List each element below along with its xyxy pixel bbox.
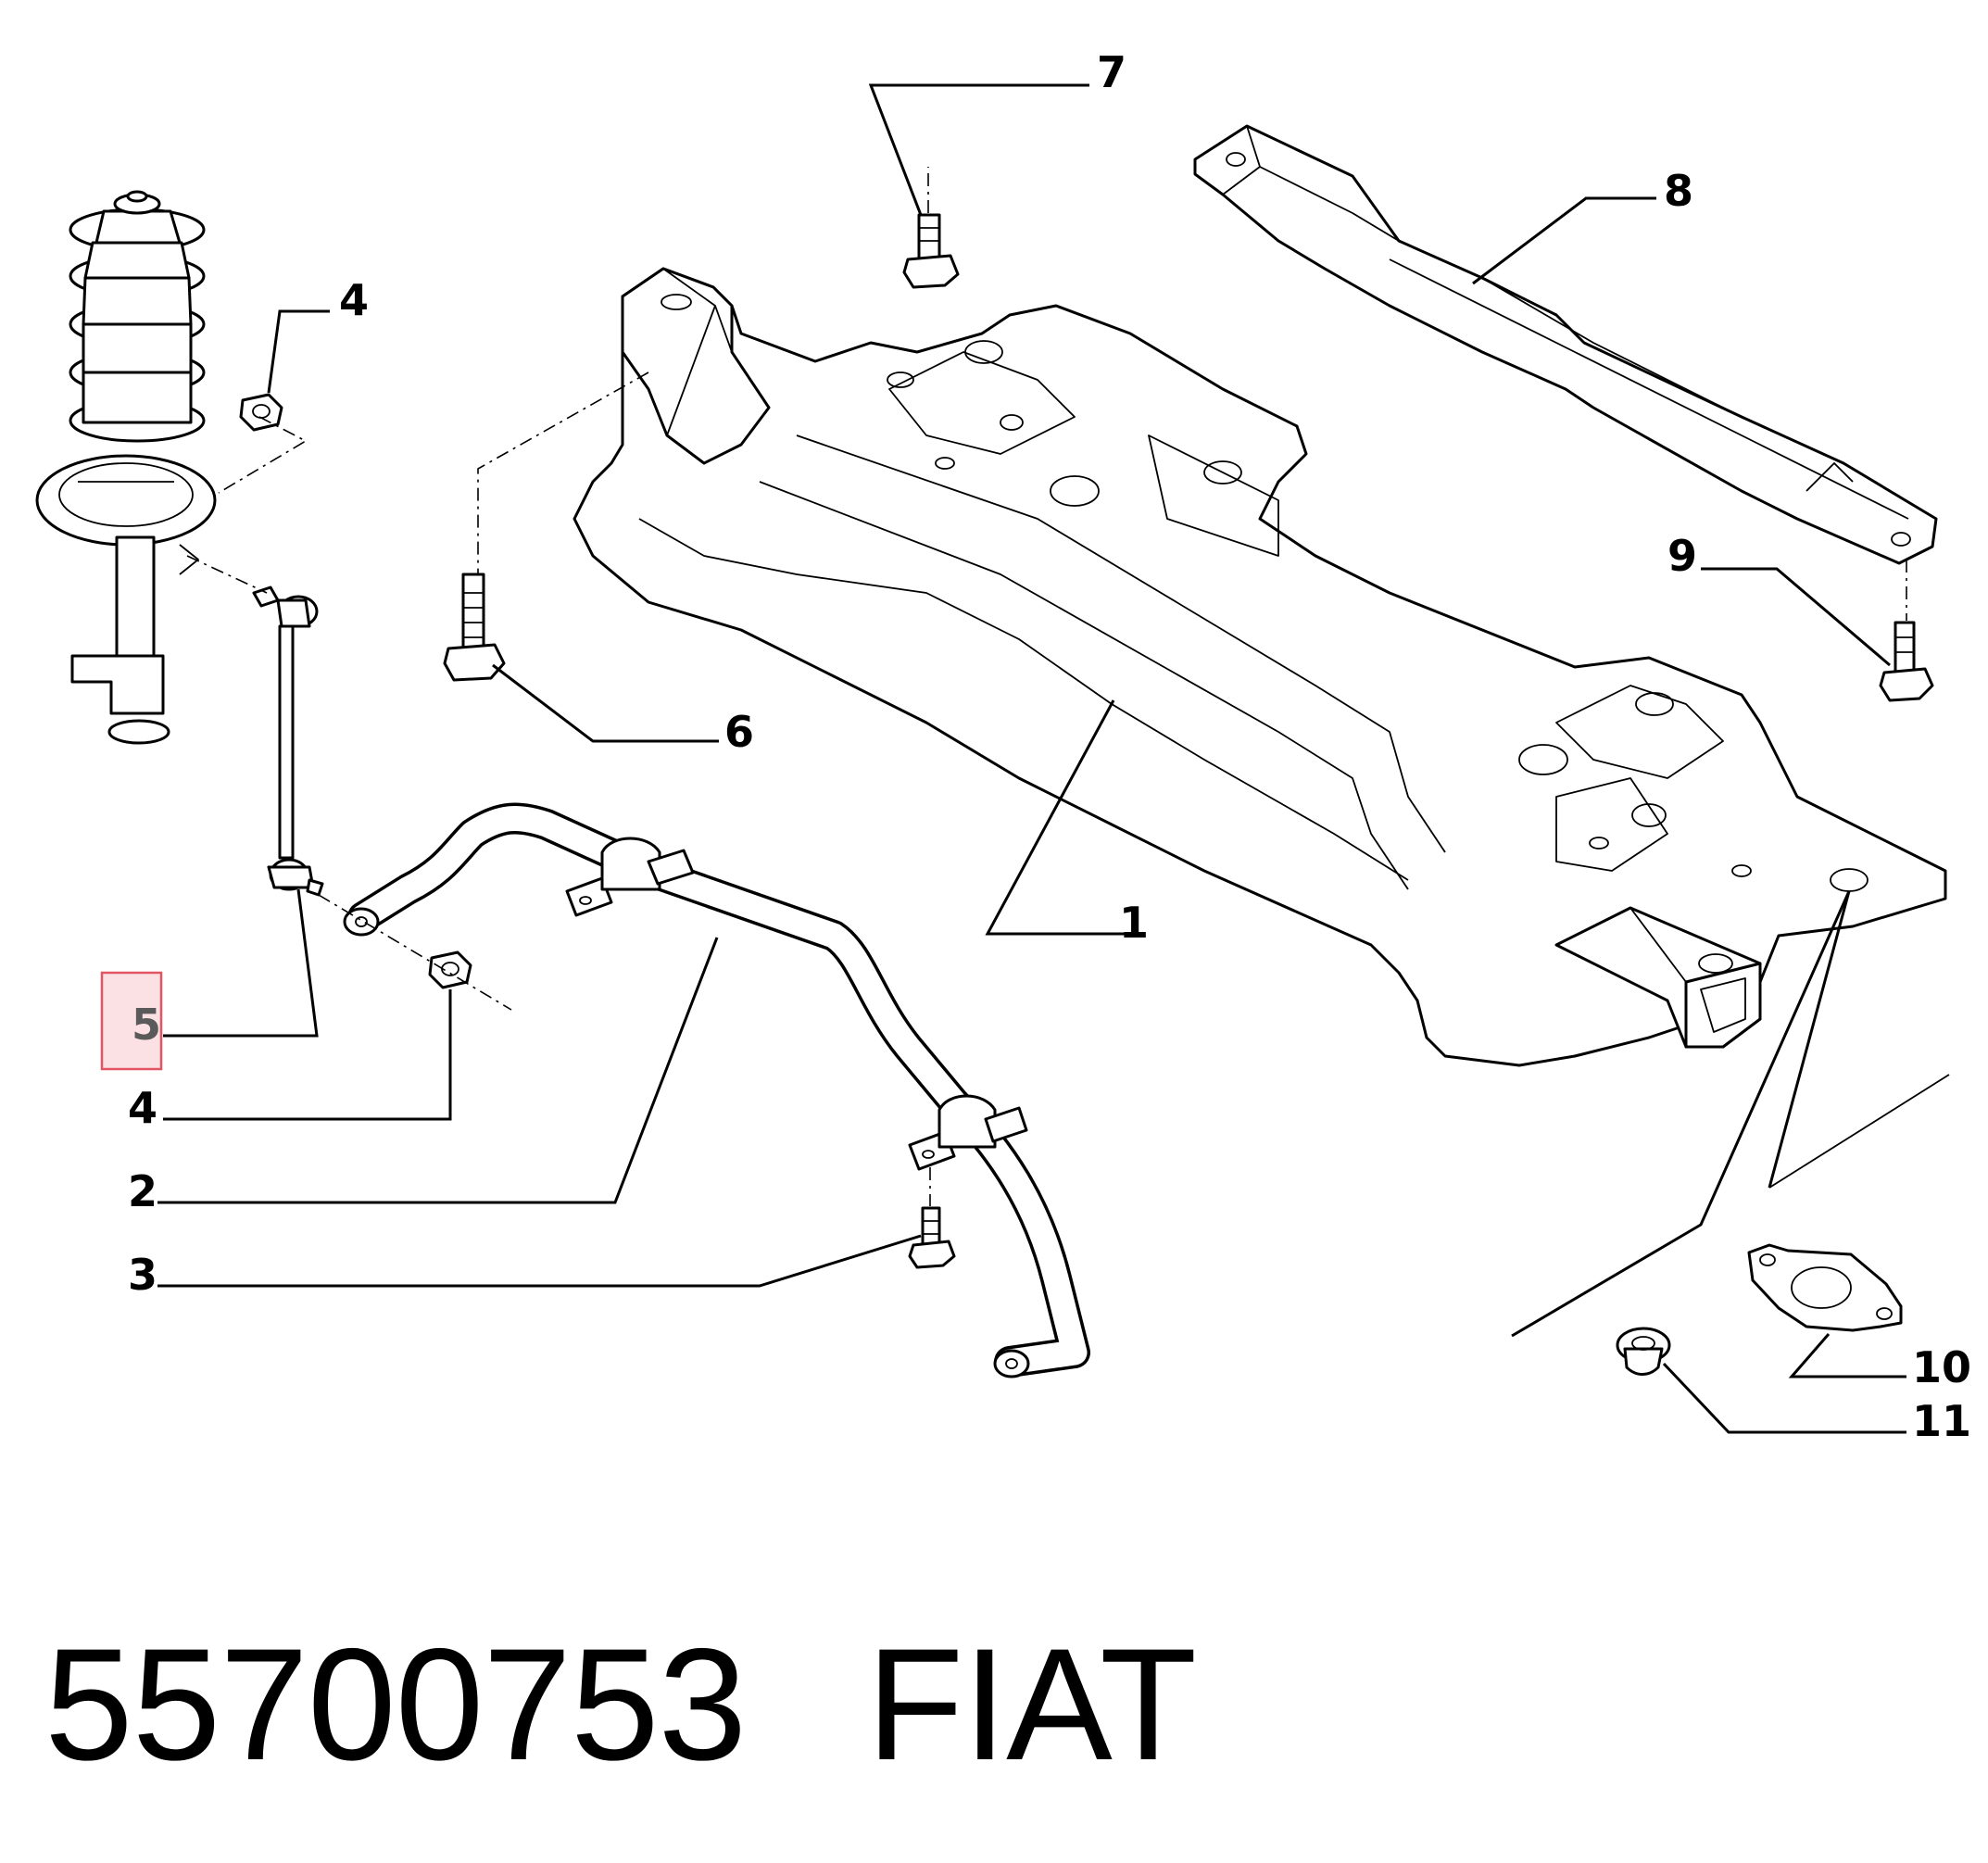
reinforcement-bar	[1193, 124, 1938, 565]
callout-11: 11	[1912, 1396, 1971, 1446]
callout-5-highlight	[100, 971, 163, 1071]
callout-5[interactable]: 5	[132, 1000, 161, 1050]
subframe	[572, 267, 1947, 1067]
brand-name: FIAT	[866, 1616, 1197, 1794]
bolt-3	[908, 1206, 956, 1269]
nut-upper	[239, 393, 283, 432]
bolt-6	[443, 573, 506, 682]
callout-4-bottom: 4	[128, 1083, 157, 1133]
callout-8: 8	[1664, 166, 1693, 216]
bolt-9	[1879, 621, 1934, 702]
rubber-bushing	[1616, 1327, 1671, 1376]
callout-3: 3	[128, 1250, 157, 1300]
suspension-strut	[35, 190, 217, 745]
bolt-7	[902, 213, 960, 289]
part-number: 55700753	[44, 1616, 747, 1794]
callout-9: 9	[1667, 531, 1697, 581]
assembly-lines	[186, 167, 1907, 1206]
callout-10: 10	[1912, 1342, 1971, 1392]
bushing-clamp-left	[565, 837, 695, 917]
washer-plate	[1747, 1243, 1903, 1332]
stabilizer-bar	[343, 802, 1090, 1378]
leader-lines	[157, 83, 1950, 1434]
callout-2: 2	[128, 1166, 157, 1216]
callout-4-top: 4	[339, 275, 369, 325]
callout-1: 1	[1119, 898, 1149, 948]
callout-6: 6	[724, 707, 754, 757]
stabilizer-link	[252, 585, 324, 897]
bushing-clamp-right	[908, 1094, 1028, 1171]
callout-7: 7	[1097, 47, 1126, 97]
